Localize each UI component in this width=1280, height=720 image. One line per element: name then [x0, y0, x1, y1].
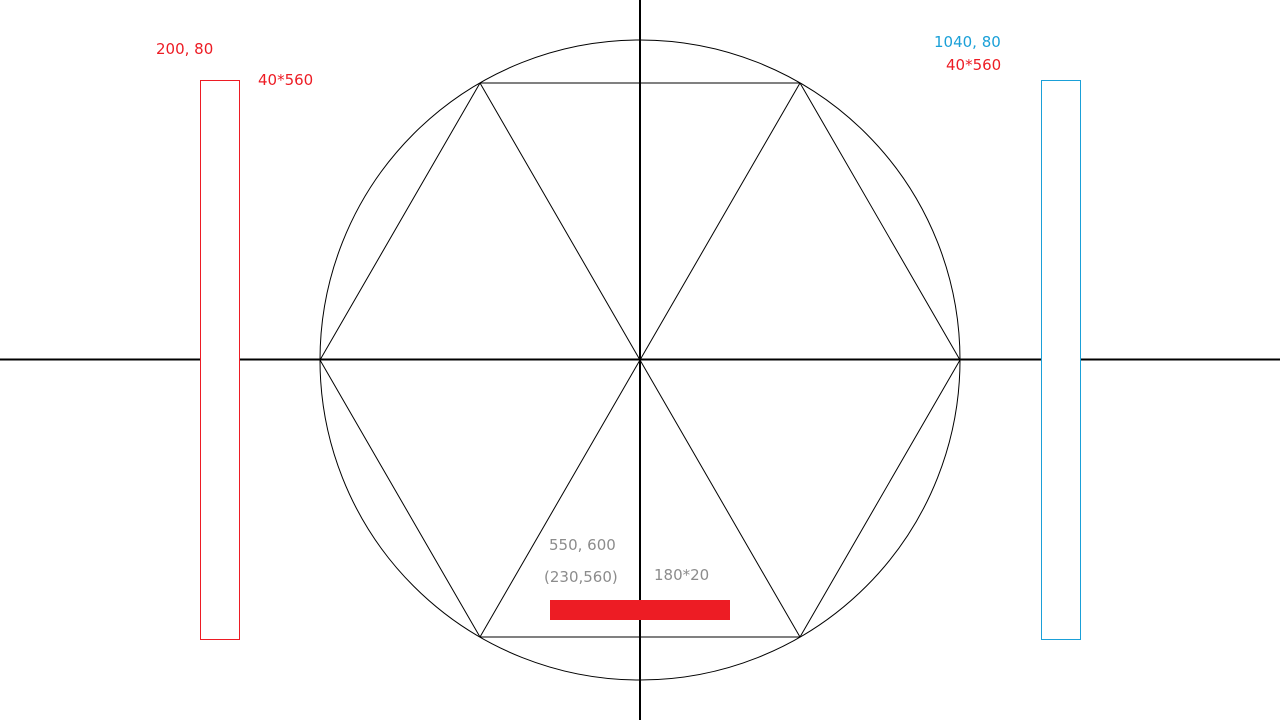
- left-paddle: [200, 80, 240, 640]
- right-paddle: [1041, 80, 1081, 640]
- left-paddle-position-label: 200, 80: [156, 40, 214, 58]
- left-paddle-size-label: 40*560: [258, 71, 314, 89]
- bar-size-label: 180*20: [654, 566, 710, 584]
- bottom-bar: [550, 600, 730, 620]
- bar-position-label: 550, 600: [549, 536, 616, 554]
- right-paddle-size-label: 40*560: [946, 56, 1002, 74]
- bar-offset-label: (230,560): [544, 568, 618, 586]
- diagonal-line: [479, 82, 801, 638]
- right-paddle-position-label: 1040, 80: [934, 33, 1001, 51]
